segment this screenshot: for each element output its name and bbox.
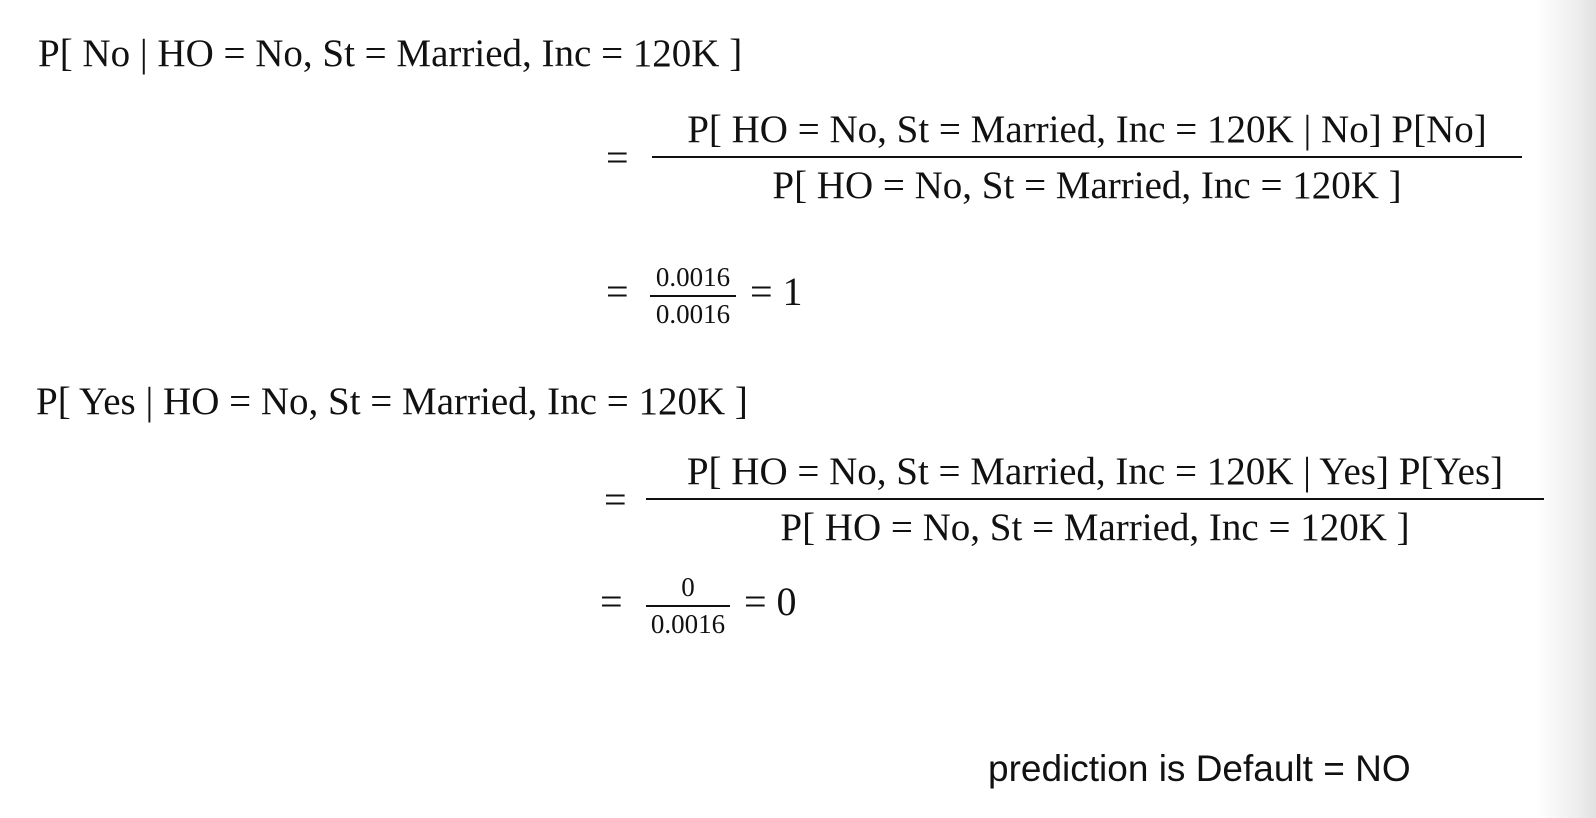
page-edge-shadow [1536,0,1596,818]
yes-posterior-lhs: P[ Yes | HO = No, St = Married, Inc = 12… [36,380,748,423]
no-step1-equals: = [606,135,629,180]
yes-value-denominator: 0.0016 [650,609,726,639]
yes-result: = 0 [744,579,797,624]
no-bayes-fraction: P[ HO = No, St = Married, Inc = 120K | N… [652,110,1522,205]
fraction-bar [646,605,730,607]
yes-step2-equals: = [600,579,623,624]
no-value-fraction: 0.0016 0.0016 [650,264,736,328]
prediction-text: prediction is Default = NO [988,748,1411,789]
yes-value-fraction: 0 0.0016 [646,574,730,638]
no-result: = 1 [750,269,803,314]
fraction-bar [652,156,1522,158]
yes-step1-equals: = [604,477,627,522]
no-step2-equals: = [606,269,629,314]
yes-bayes-fraction: P[ HO = No, St = Married, Inc = 120K | Y… [646,452,1544,547]
yes-value-numerator: 0 [681,572,695,602]
yes-bayes-numerator: P[ HO = No, St = Married, Inc = 120K | Y… [686,450,1504,493]
no-value-numerator: 0.0016 [655,262,731,292]
fraction-bar [646,498,1544,500]
no-bayes-denominator: P[ HO = No, St = Married, Inc = 120K ] [772,164,1402,207]
no-posterior-lhs: P[ No | HO = No, St = Married, Inc = 120… [38,32,743,75]
no-value-denominator: 0.0016 [655,299,731,329]
fraction-bar [650,295,736,297]
yes-bayes-denominator: P[ HO = No, St = Married, Inc = 120K ] [780,506,1410,549]
no-bayes-numerator: P[ HO = No, St = Married, Inc = 120K | N… [687,108,1487,151]
